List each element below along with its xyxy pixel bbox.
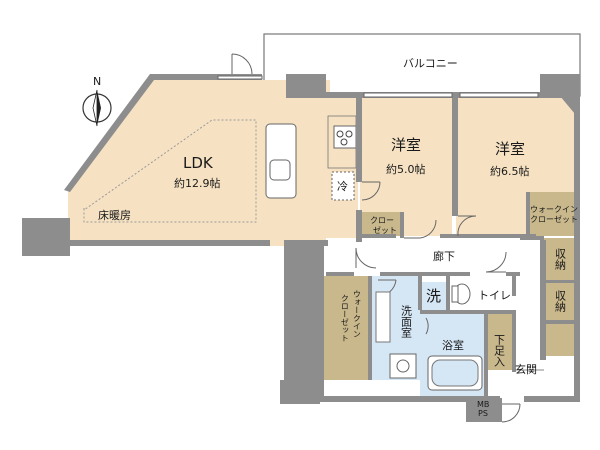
ldk-floor [68, 80, 330, 246]
washbasin [389, 353, 417, 379]
washer-floor [420, 282, 448, 312]
washer-label: 洗 [426, 287, 442, 305]
windows [217, 75, 539, 98]
mbps-label-2: PS [478, 409, 488, 418]
shoe-storage-label: 下足入 [492, 334, 506, 367]
floor-heating-area [83, 119, 257, 223]
shoe-storage-floor [488, 312, 514, 370]
wic-left-label-1: ウォークイン [352, 290, 362, 338]
compass-icon [82, 89, 112, 127]
room1-size: 約5.0帖 [386, 163, 426, 176]
fridge-space [331, 171, 355, 201]
fridge-label: 冷 [337, 180, 348, 193]
wic-right-floor [528, 192, 578, 236]
floor-heating-label: 床暖房 [98, 209, 131, 222]
closet-label-2: ゼット [373, 226, 397, 235]
storage2-label: 収納 [553, 290, 567, 312]
storage1-floor [544, 238, 578, 280]
wic-right-label-2: クローゼット [530, 215, 578, 224]
ldk-size: 約12.9帖 [174, 177, 221, 190]
mbps-label-1: MB [477, 400, 490, 409]
wic-left-label-2: クローゼット [340, 294, 350, 342]
washroom-label: 洗面室 [399, 305, 413, 338]
room2-label: 洋室 [495, 140, 526, 158]
walls [22, 74, 580, 422]
wic-right-label-1: ウォークイン [530, 205, 578, 214]
toilet-label: トイレ [478, 289, 511, 302]
storage2-floor [544, 282, 578, 322]
corridor-label: 廊下 [433, 250, 455, 263]
room2-size: 約6.5帖 [490, 165, 530, 178]
closet-label-1: クロー [370, 216, 394, 225]
bathroom-label: 浴室 [442, 339, 464, 352]
entrance-label: 玄関 [515, 363, 537, 376]
storage1-label: 収納 [553, 248, 567, 270]
room1-label: 洋室 [391, 136, 422, 154]
closet-floor [362, 212, 402, 236]
wic-left-floor [322, 276, 372, 380]
ldk-label: LDK [183, 154, 213, 172]
doors [231, 53, 521, 423]
balcony-label: バルコニー [403, 57, 458, 70]
compass-north-label: N [93, 75, 102, 88]
storage-strip [544, 322, 578, 356]
